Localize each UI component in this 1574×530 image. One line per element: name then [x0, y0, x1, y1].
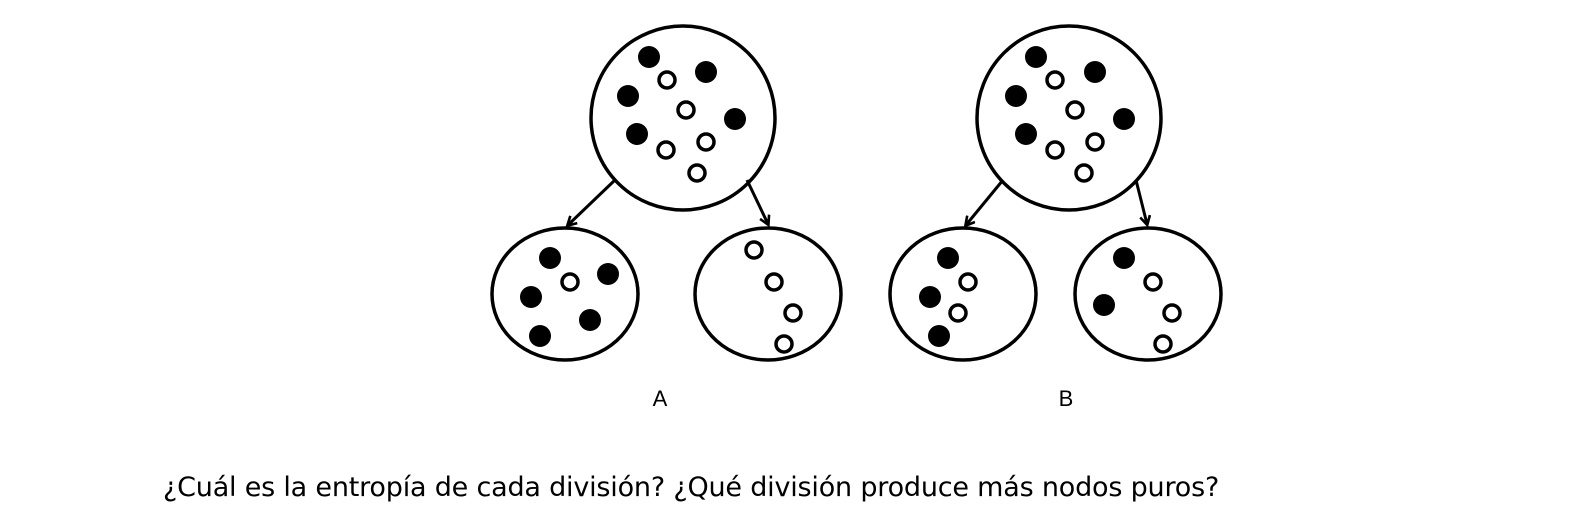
filled-point — [1113, 247, 1135, 269]
hollow-point — [560, 272, 580, 292]
left-child-node-b — [888, 226, 1038, 362]
right-child-node-b — [1073, 226, 1223, 362]
root-node-b-points — [1005, 46, 1135, 183]
filled-point — [1084, 61, 1106, 83]
diagram-label-b: B — [1059, 386, 1074, 411]
root-node-b — [975, 24, 1163, 212]
filled-point — [617, 85, 639, 107]
hollow-point — [1045, 140, 1065, 160]
hollow-point — [687, 163, 707, 183]
hollow-point — [656, 140, 676, 160]
hollow-point — [1153, 334, 1173, 354]
left-child-node-a — [490, 226, 640, 362]
right-child-node-a — [693, 226, 843, 362]
hollow-point — [1143, 272, 1163, 292]
question-text: ¿Cuál es la entropía de cada división? ¿… — [163, 472, 1220, 503]
hollow-point — [948, 303, 968, 323]
root-node-a-points — [617, 46, 746, 183]
diagram-label-a: A — [653, 386, 668, 411]
filled-point — [529, 325, 551, 347]
filled-point — [695, 61, 717, 83]
filled-point — [597, 263, 619, 285]
root-node-a — [589, 24, 777, 212]
filled-point — [539, 247, 561, 269]
hollow-point — [696, 132, 716, 152]
hollow-point — [783, 303, 803, 323]
diagram-a: A — [490, 24, 843, 411]
filled-point — [1005, 85, 1027, 107]
filled-point — [928, 325, 950, 347]
filled-point — [919, 286, 941, 308]
filled-point — [937, 247, 959, 269]
filled-point — [1113, 108, 1135, 130]
diagram-b: B — [888, 24, 1223, 411]
arrow-a-right — [745, 179, 768, 224]
filled-point — [626, 123, 648, 145]
arrow-b-right — [1134, 179, 1147, 224]
hollow-point — [1085, 132, 1105, 152]
hollow-point — [764, 272, 784, 292]
arrow-a-left — [568, 178, 617, 225]
hollow-point — [744, 240, 764, 260]
filled-point — [520, 286, 542, 308]
filled-point — [1015, 123, 1037, 145]
filled-point — [724, 108, 746, 130]
hollow-point — [1074, 163, 1094, 183]
hollow-point — [958, 272, 978, 292]
right-child-node-a-points — [744, 240, 803, 354]
filled-point — [579, 309, 601, 331]
hollow-point — [774, 334, 794, 354]
filled-point — [1093, 294, 1115, 316]
hollow-point — [1065, 100, 1085, 120]
filled-point — [1025, 46, 1047, 68]
left-child-node-b-points — [919, 247, 978, 347]
filled-point — [638, 46, 660, 68]
left-child-node-a-points — [520, 247, 619, 347]
arrow-b-left — [966, 179, 1005, 225]
right-child-node-b-points — [1093, 247, 1182, 354]
hollow-point — [1162, 303, 1182, 323]
hollow-point — [676, 100, 696, 120]
hollow-point — [1045, 70, 1065, 90]
hollow-point — [657, 70, 677, 90]
